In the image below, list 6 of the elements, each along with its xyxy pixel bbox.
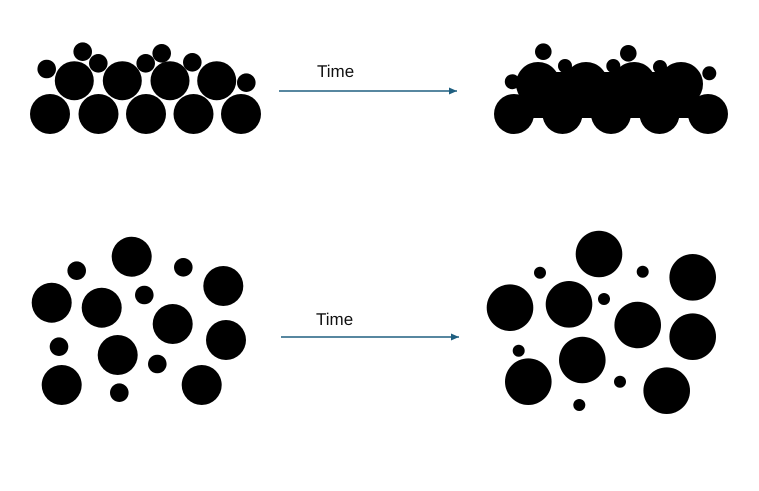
packed-particles-drawing: [30, 42, 261, 134]
sintered-particles-drawing: [494, 43, 728, 134]
dispersed-particles-drawing: [31, 236, 246, 405]
coarsened-particles-drawing: [486, 230, 716, 414]
arrow: [279, 88, 457, 94]
arrow: [281, 334, 459, 340]
